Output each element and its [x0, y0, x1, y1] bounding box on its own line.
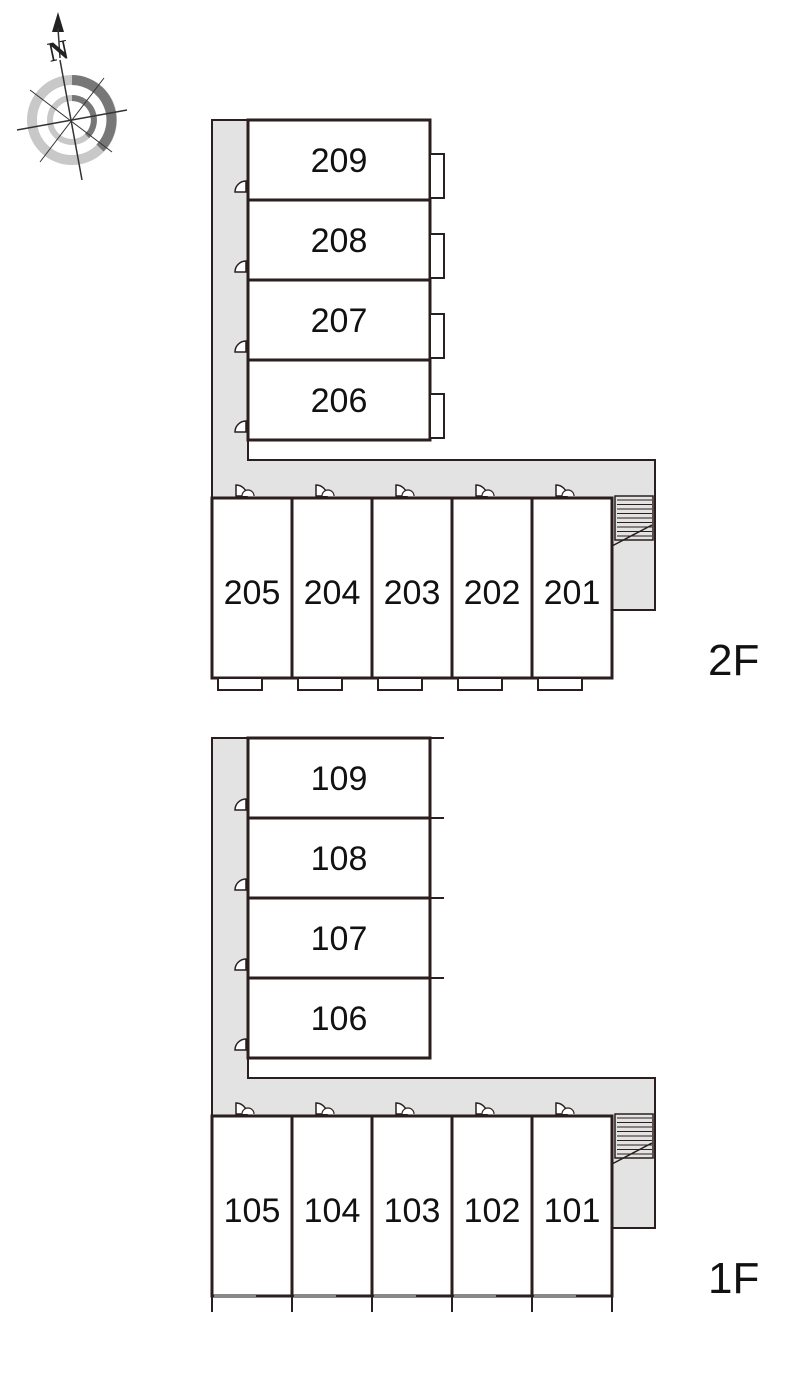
balcony — [429, 233, 445, 279]
door-icon — [234, 180, 247, 193]
unit-205: 205 — [210, 484, 294, 691]
balcony — [377, 677, 423, 691]
floor-2f-plan: 209 208 207 206 205 204 203 202 201 2F — [210, 118, 759, 691]
floor-1f-plan: 109 108 107 106 105 104 103 102 101 1F — [210, 736, 759, 1312]
staircase — [611, 495, 654, 547]
unit-label-207: 207 — [311, 302, 368, 340]
door-icon — [234, 420, 247, 433]
door-icon — [234, 798, 247, 811]
balcony — [537, 677, 583, 691]
unit-204: 204 — [290, 484, 374, 691]
unit-104: 104 — [290, 1102, 374, 1312]
unit-203: 203 — [370, 484, 454, 691]
unit-105: 105 — [210, 1102, 294, 1312]
unit-label-102: 102 — [464, 1192, 521, 1230]
balcony — [217, 677, 263, 691]
unit-label-202: 202 — [464, 574, 521, 612]
unit-label-103: 103 — [384, 1192, 441, 1230]
unit-label-201: 201 — [544, 574, 601, 612]
unit-209: 209 — [234, 118, 445, 202]
door-icon — [234, 340, 247, 353]
unit-label-106: 106 — [311, 1000, 368, 1038]
unit-103: 103 — [370, 1102, 454, 1312]
unit-label-203: 203 — [384, 574, 441, 612]
balcony — [429, 153, 445, 199]
balcony — [429, 393, 445, 439]
door-icon — [234, 260, 247, 273]
unit-label-108: 108 — [311, 840, 368, 878]
floor-label-2F: 2F — [708, 636, 759, 685]
unit-label-105: 105 — [224, 1192, 281, 1230]
unit-label-204: 204 — [304, 574, 361, 612]
unit-202: 202 — [450, 484, 534, 691]
unit-109: 109 — [234, 736, 444, 820]
unit-label-109: 109 — [311, 760, 368, 798]
unit-108: 108 — [234, 816, 444, 900]
balcony — [429, 313, 445, 359]
unit-label-206: 206 — [311, 382, 368, 420]
staircase — [611, 1113, 654, 1165]
unit-206: 206 — [234, 358, 445, 442]
unit-106: 106 — [234, 976, 444, 1060]
compass-rose-icon: N — [16, 12, 128, 181]
unit-label-205: 205 — [224, 574, 281, 612]
balcony — [457, 677, 503, 691]
unit-102: 102 — [450, 1102, 534, 1312]
unit-label-101: 101 — [544, 1192, 601, 1230]
compass-north-letter: N — [45, 34, 71, 69]
door-icon — [234, 878, 247, 891]
door-icon — [234, 958, 247, 971]
unit-107: 107 — [234, 896, 444, 980]
door-icon — [234, 1038, 247, 1051]
unit-label-209: 209 — [311, 142, 368, 180]
unit-101: 101 — [530, 1102, 614, 1312]
unit-208: 208 — [234, 198, 445, 282]
balcony — [297, 677, 343, 691]
unit-207: 207 — [234, 278, 445, 362]
unit-label-104: 104 — [304, 1192, 361, 1230]
floor-label-1F: 1F — [708, 1254, 759, 1303]
unit-label-107: 107 — [311, 920, 368, 958]
unit-label-208: 208 — [311, 222, 368, 260]
unit-201: 201 — [530, 484, 614, 691]
